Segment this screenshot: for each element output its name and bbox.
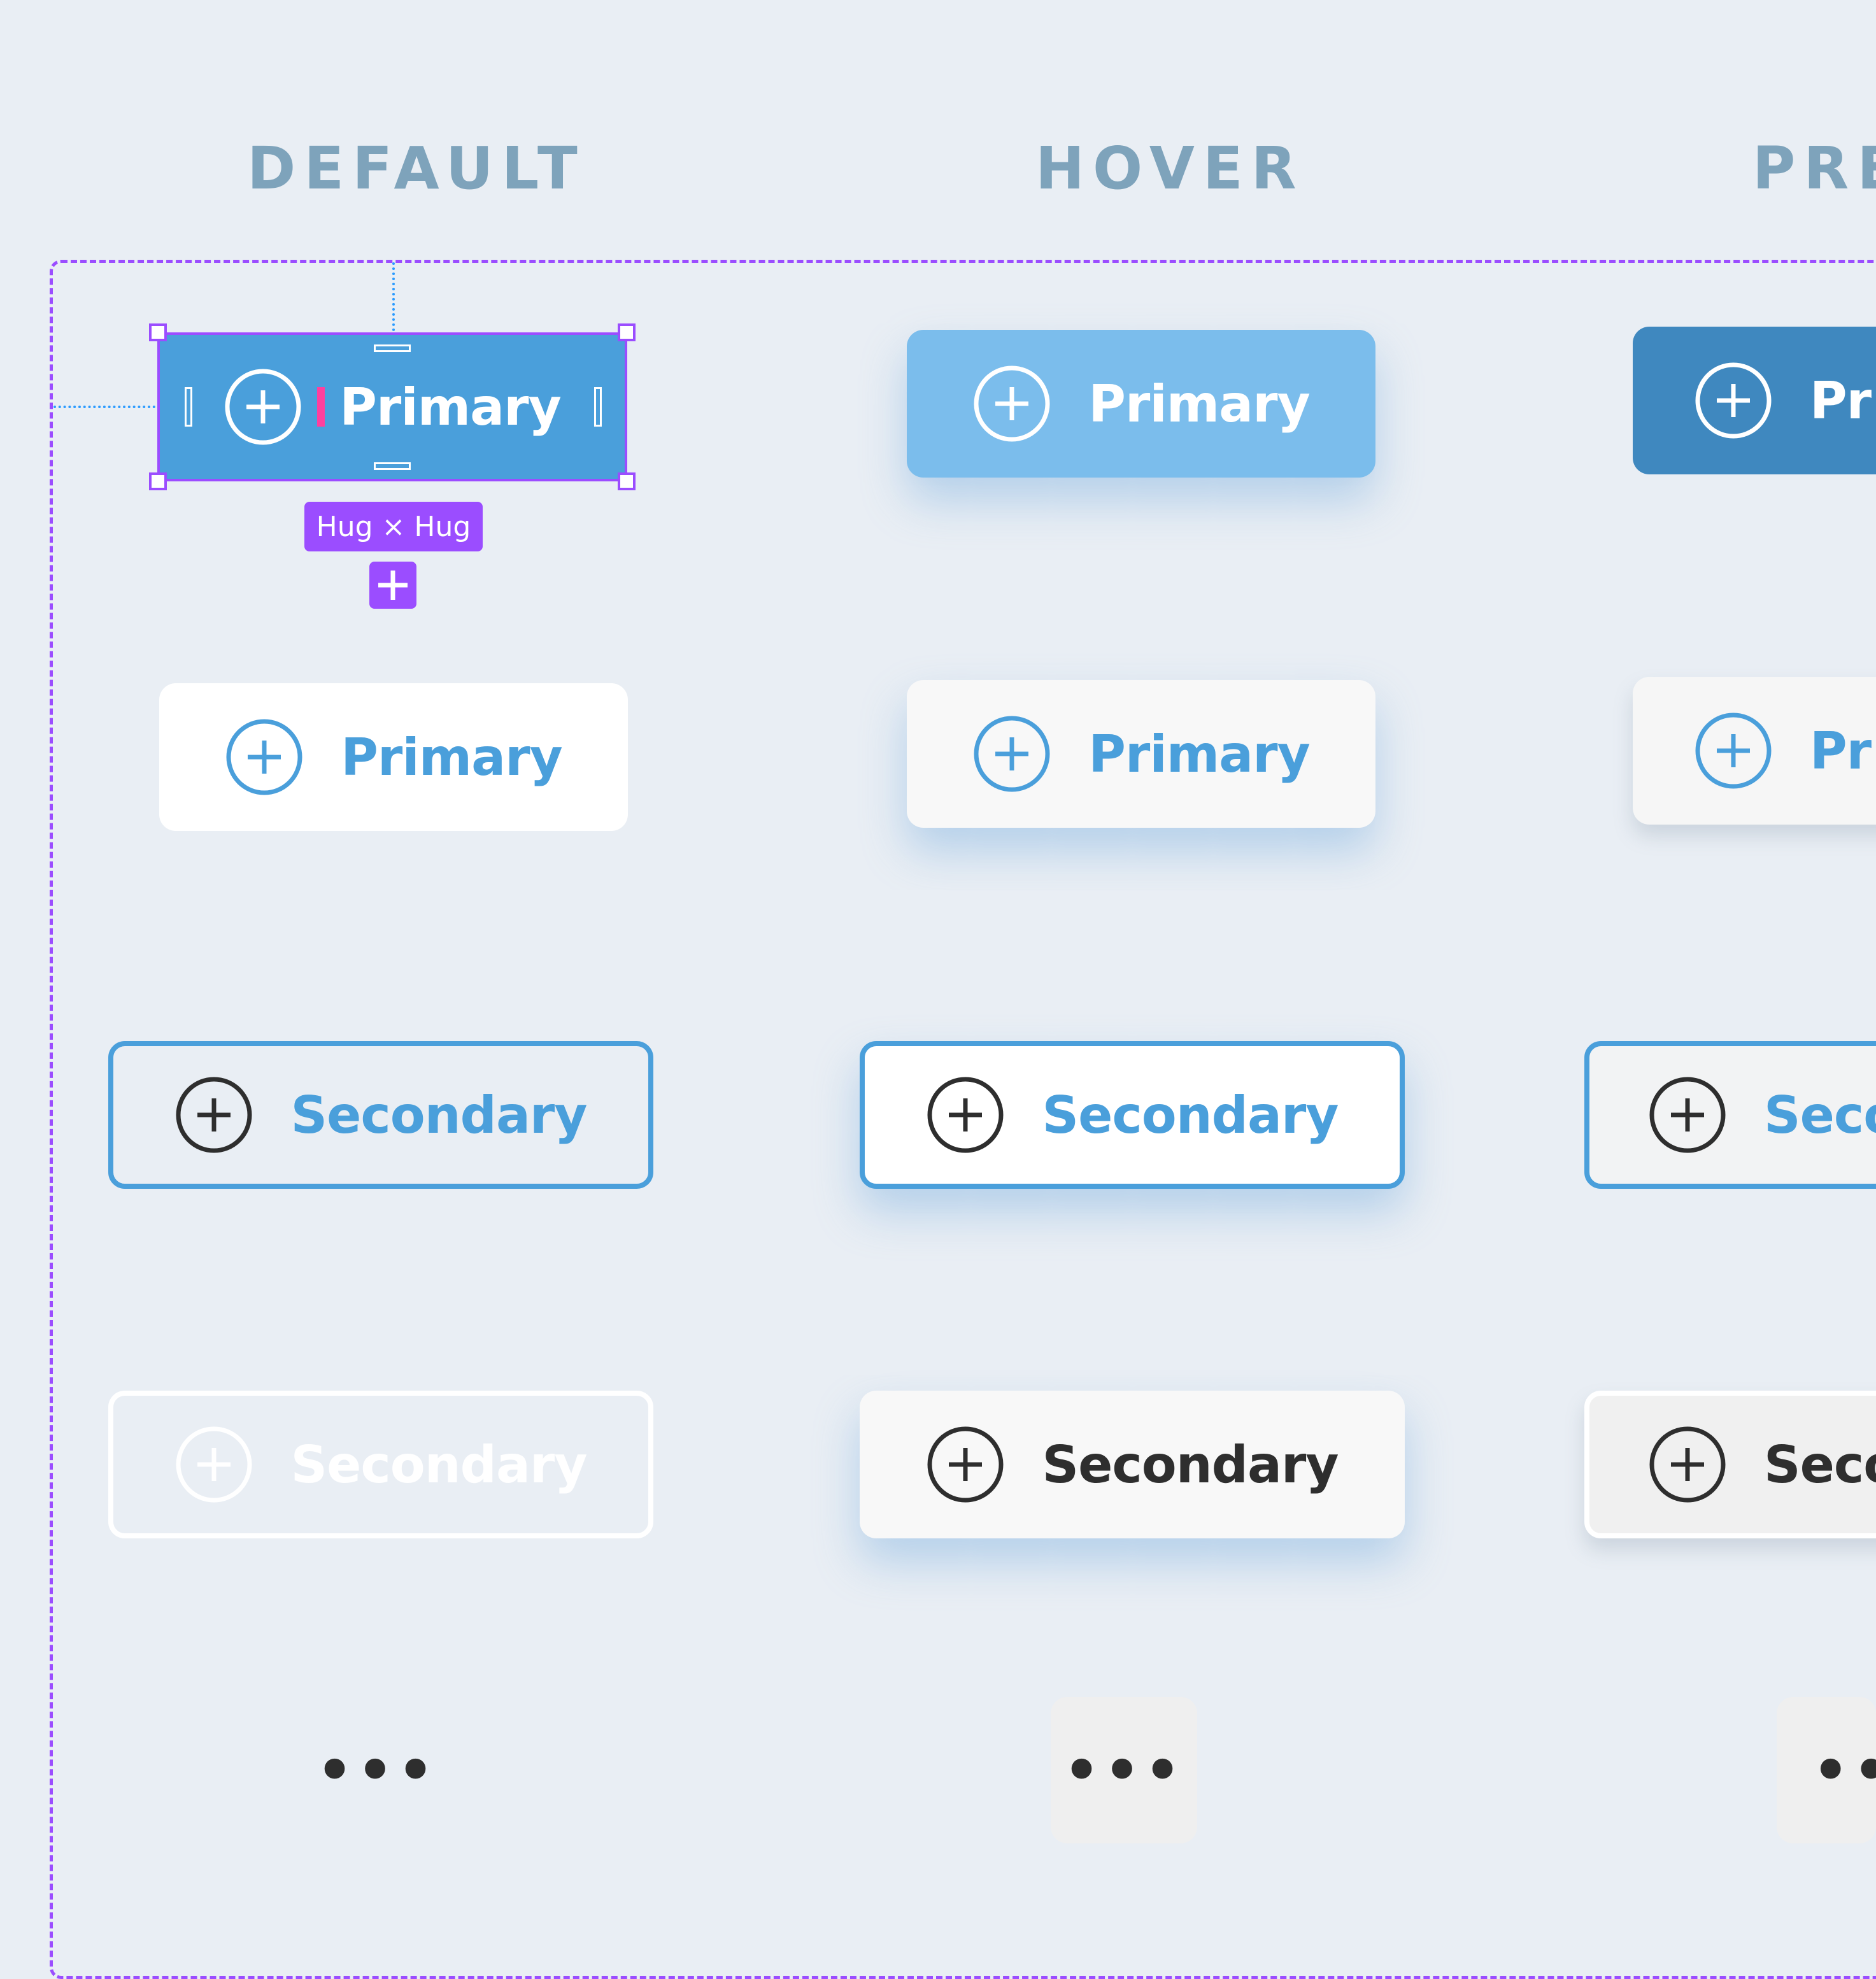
- column-header-default: DEFAULT: [247, 134, 586, 202]
- column-header-pressed: PRE: [1752, 134, 1876, 202]
- primary-light-button-default[interactable]: Primary: [159, 683, 628, 831]
- plus-circle-icon: [225, 718, 304, 797]
- padding-handle-right[interactable]: [594, 387, 602, 427]
- button-label: Primary: [1088, 724, 1310, 784]
- plus-circle-icon: [1648, 1075, 1727, 1154]
- plus-circle-icon: [174, 1425, 253, 1504]
- button-label: Secondary: [1042, 1435, 1339, 1494]
- plus-circle-icon: [174, 1075, 253, 1154]
- size-badge: Hug × Hug: [304, 502, 483, 551]
- padding-handle-left[interactable]: [185, 387, 192, 427]
- button-label: Pr: [1810, 721, 1872, 781]
- column-header-hover: HOVER: [1035, 134, 1305, 202]
- ghost-button-default[interactable]: Secondary: [108, 1391, 653, 1538]
- ghost-button-hover[interactable]: Secondary: [860, 1391, 1405, 1538]
- button-label: Pr: [1810, 371, 1872, 430]
- spacing-guide-horizontal: [53, 406, 155, 408]
- more-button-default[interactable]: •••: [316, 1736, 438, 1804]
- resize-handle-bottom-left[interactable]: [149, 472, 167, 490]
- padding-handle-bottom[interactable]: [374, 462, 411, 470]
- secondary-button-default[interactable]: Secondary: [108, 1041, 653, 1189]
- plus-circle-icon: [926, 1075, 1005, 1154]
- plus-icon: [378, 571, 408, 600]
- secondary-button-pressed[interactable]: Seco: [1584, 1041, 1876, 1189]
- plus-circle-icon: [224, 367, 302, 446]
- resize-handle-bottom-right[interactable]: [618, 472, 636, 490]
- button-label: Secondary: [290, 1085, 587, 1145]
- spacing-guide-vertical: [392, 262, 395, 331]
- more-button-hover[interactable]: •••: [1051, 1697, 1197, 1843]
- button-label: Secondary: [290, 1435, 587, 1494]
- primary-light-button-pressed[interactable]: Pr: [1633, 677, 1876, 825]
- plus-circle-icon: [1694, 361, 1773, 440]
- button-label: Seco: [1764, 1085, 1876, 1145]
- primary-light-button-hover[interactable]: Primary: [907, 680, 1375, 828]
- gap-handle[interactable]: [317, 387, 325, 427]
- button-label: Primary: [1088, 374, 1310, 434]
- resize-handle-top-left[interactable]: [149, 323, 167, 341]
- button-label: Primary: [341, 727, 562, 787]
- primary-button-default[interactable]: Primary: [158, 333, 627, 481]
- plus-circle-icon: [1694, 711, 1773, 790]
- plus-circle-icon: [1648, 1425, 1727, 1504]
- plus-circle-icon: [972, 364, 1051, 443]
- button-label: Primary: [339, 377, 561, 437]
- padding-handle-top[interactable]: [374, 344, 411, 352]
- plus-circle-icon: [972, 714, 1051, 793]
- more-button-pressed[interactable]: ••: [1777, 1697, 1876, 1843]
- button-label: Secondary: [1042, 1085, 1339, 1145]
- ghost-button-pressed[interactable]: Seco: [1584, 1391, 1876, 1538]
- button-label: Seco: [1764, 1435, 1876, 1494]
- plus-circle-icon: [926, 1425, 1005, 1504]
- secondary-button-hover[interactable]: Secondary: [860, 1041, 1405, 1189]
- primary-button-hover[interactable]: Primary: [907, 330, 1375, 478]
- primary-button-pressed[interactable]: Pr: [1633, 327, 1876, 474]
- resize-handle-top-right[interactable]: [618, 323, 636, 341]
- add-auto-layout-button[interactable]: [369, 562, 416, 609]
